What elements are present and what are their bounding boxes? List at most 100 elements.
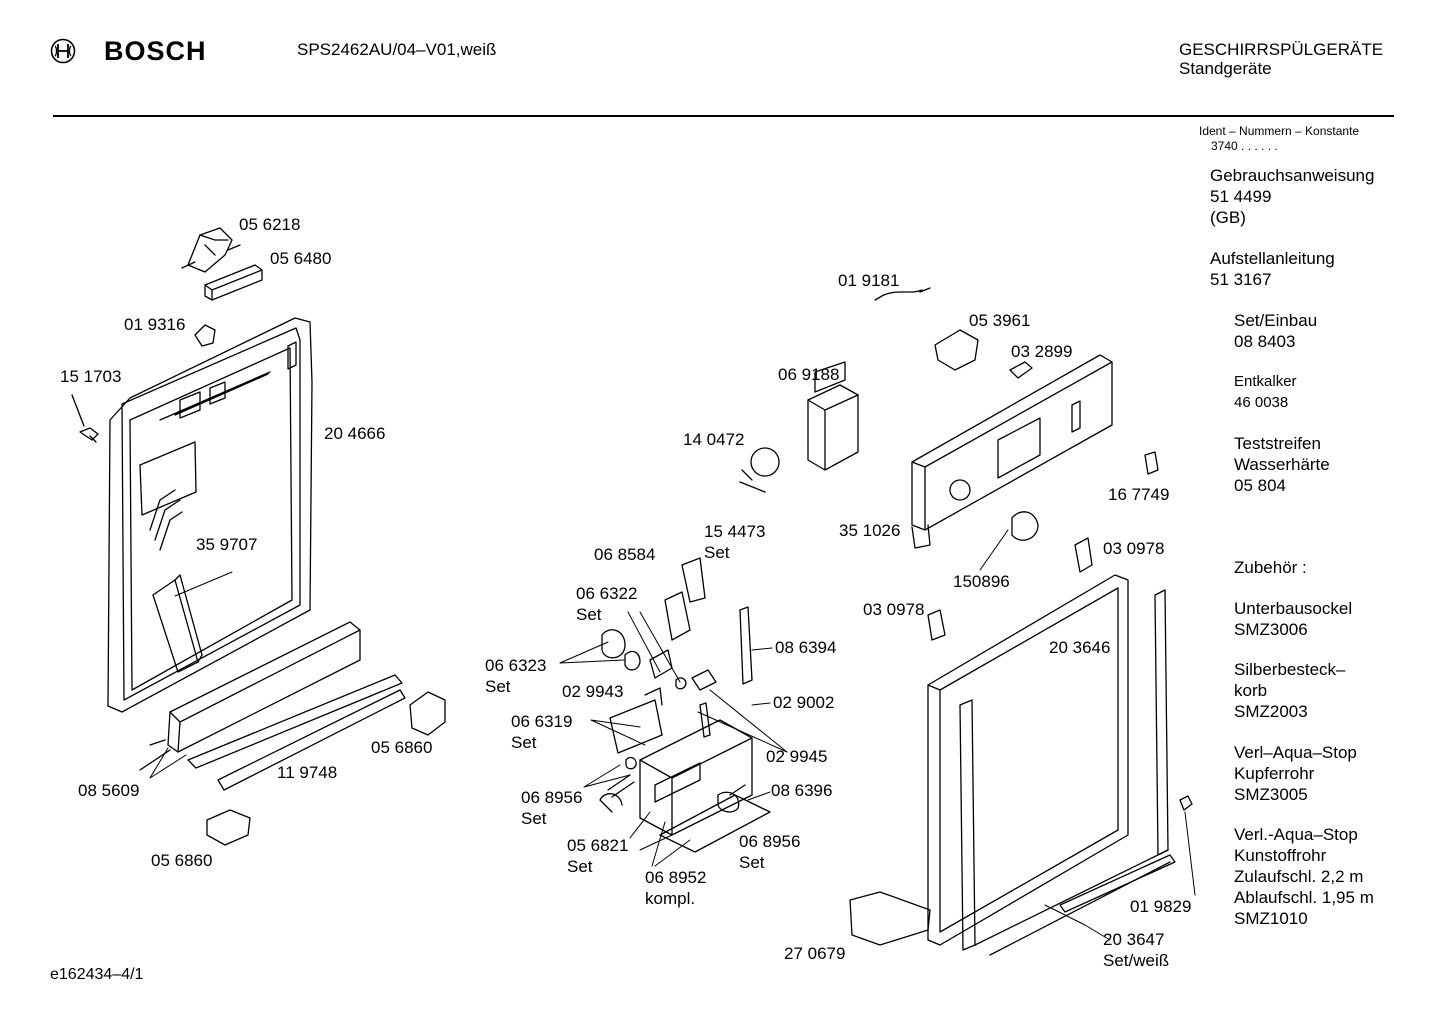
part-label: 11 9748 <box>277 762 337 783</box>
part-number: 20 3646 <box>1049 638 1111 657</box>
part-label: 03 0978 <box>863 599 924 620</box>
timer-drawing <box>740 362 858 492</box>
accessory-line: SMZ2003 <box>1234 702 1308 721</box>
part-label: 06 6323 Set <box>485 655 546 697</box>
accessory-entry: Verl–Aqua–Stop Kupferrohr SMZ3005 <box>1234 742 1357 805</box>
accessory-line: SMZ1010 <box>1234 909 1308 928</box>
panel-small-parts-drawing <box>875 288 1158 640</box>
part-label: 03 0978 <box>1103 538 1164 559</box>
part-number: 20 3647 <box>1103 930 1165 949</box>
part-number: 16 7749 <box>1108 485 1170 504</box>
part-number: 06 9188 <box>778 365 840 384</box>
part-label: 05 6218 <box>239 214 300 235</box>
accessory-line: SMZ3006 <box>1234 620 1308 639</box>
accessory-line: Zulaufschl. 2,2 m <box>1234 867 1364 886</box>
part-number: 08 6394 <box>775 638 837 657</box>
accessory-entry: Silberbesteck– korb SMZ2003 <box>1234 659 1346 722</box>
part-number: 08 6396 <box>771 781 833 800</box>
part-label: 150896 <box>953 571 1010 592</box>
accessory-line: Verl–Aqua–Stop <box>1234 743 1357 762</box>
part-note: Set <box>704 543 730 562</box>
part-label: 16 7749 <box>1108 484 1169 505</box>
part-label: 08 6394 <box>775 637 836 658</box>
model-number: SPS2462AU/04–V01,weiß <box>297 40 497 59</box>
bosch-armature-icon <box>50 38 76 64</box>
part-number: 03 0978 <box>1103 539 1165 558</box>
part-number: 11 9748 <box>277 763 338 782</box>
document-line: Entkalker <box>1234 373 1297 390</box>
part-number: 05 6860 <box>151 851 213 870</box>
part-number: 27 0679 <box>784 944 846 963</box>
document-line: 05 804 <box>1234 476 1286 495</box>
part-note: Set <box>567 857 593 876</box>
part-label: 06 8956 Set <box>521 787 582 829</box>
ident-value: 3740 . . . . . . <box>1211 139 1278 153</box>
part-label: 02 9002 <box>773 692 834 713</box>
part-number: 05 6821 <box>567 836 629 855</box>
part-label: 06 6319 Set <box>511 711 572 753</box>
part-label: 01 9829 <box>1130 896 1191 917</box>
part-label: 35 9707 <box>196 534 257 555</box>
document-line: 51 4499 <box>1210 187 1272 206</box>
document-entry: Aufstellanleitung 51 3167 <box>1210 248 1335 290</box>
drawing-code: e162434–4/1 <box>50 966 144 983</box>
ident-title: Ident – Nummern – Konstante <box>1199 124 1360 138</box>
accessory-entry: Unterbausockel SMZ3006 <box>1234 598 1352 640</box>
part-number: 06 6319 <box>511 712 573 731</box>
part-label: 27 0679 <box>784 943 845 964</box>
accessory-line: Verl.-Aqua–Stop <box>1234 825 1358 844</box>
screw-drawing <box>72 395 98 442</box>
part-label: 05 6860 <box>151 850 212 871</box>
part-number: 06 8956 <box>521 788 583 807</box>
part-label: 02 9943 <box>562 681 623 702</box>
appliance-subcategory: Standgeräte <box>1179 59 1272 78</box>
accessory-line: korb <box>1234 681 1268 700</box>
leader-lines <box>150 530 1195 940</box>
part-label: 05 3961 <box>969 310 1030 331</box>
brand-name: BOSCH <box>104 36 207 66</box>
part-number: 01 9829 <box>1130 897 1192 916</box>
document-line: (GB) <box>1210 208 1246 227</box>
document-line: Gebrauchsanweisung <box>1210 166 1375 185</box>
part-number: 06 8952 <box>645 868 707 887</box>
part-label: 08 5609 <box>78 780 139 801</box>
document-entry: Entkalker 46 0038 <box>1234 371 1297 413</box>
part-number: 03 0978 <box>863 600 925 619</box>
part-note: Set <box>511 733 537 752</box>
outer-door-drawing <box>850 575 1192 955</box>
document-line: Wasserhärte <box>1234 455 1330 474</box>
accessories-title: Zubehör : <box>1234 558 1307 577</box>
part-label: 01 9316 <box>124 314 185 335</box>
part-number: 02 9945 <box>766 747 828 766</box>
inner-door-panel-drawing <box>108 318 312 712</box>
part-label: 02 9945 <box>766 746 827 767</box>
part-label: 15 1703 <box>60 366 121 387</box>
document-entry: Teststreifen Wasserhärte 05 804 <box>1234 433 1330 496</box>
part-number: 05 6218 <box>239 215 301 234</box>
part-label: 20 3647 Set/weiß <box>1103 929 1169 971</box>
header-divider <box>53 115 1394 117</box>
document-entry: Set/Einbau 08 8403 <box>1234 310 1317 352</box>
part-label: 05 6480 <box>270 248 331 269</box>
part-number: 06 8956 <box>739 832 801 851</box>
part-number: 15 4473 <box>704 522 766 541</box>
part-number: 20 4666 <box>324 424 386 443</box>
part-label: 05 6821 Set <box>567 835 628 877</box>
accessory-line: Kupferrohr <box>1234 764 1315 783</box>
dispenser-assembly-drawing <box>600 558 770 852</box>
part-label: 06 6322 Set <box>576 583 637 625</box>
part-label: 03 2899 <box>1011 341 1072 362</box>
part-note: Set <box>485 677 511 696</box>
accessory-line: Kunstoffrohr <box>1234 846 1327 865</box>
part-number: 06 6322 <box>576 584 638 603</box>
accessory-entry: Verl.-Aqua–Stop Kunstoffrohr Zulaufschl.… <box>1234 824 1374 929</box>
part-number: 35 1026 <box>839 521 901 540</box>
part-note: Set <box>576 605 602 624</box>
appliance-category: GESCHIRRSPÜLGERÄTE <box>1179 40 1384 59</box>
document-line: 08 8403 <box>1234 332 1296 351</box>
document-line: 46 0038 <box>1234 394 1289 411</box>
part-number: 01 9181 <box>838 271 900 290</box>
part-number: 35 9707 <box>196 535 258 554</box>
document-line: 51 3167 <box>1210 270 1272 289</box>
